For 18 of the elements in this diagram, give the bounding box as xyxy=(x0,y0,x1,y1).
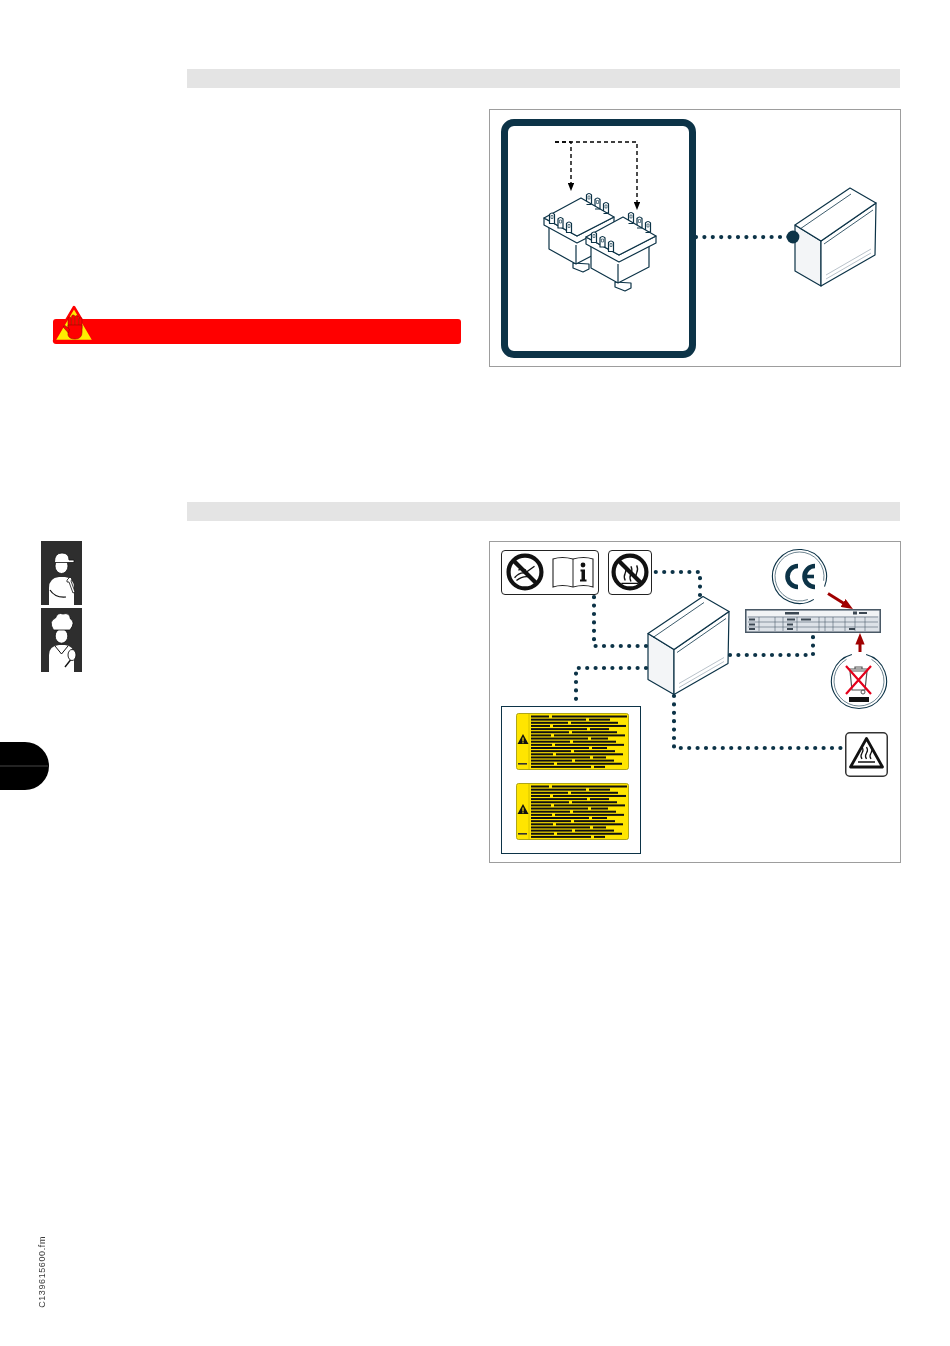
dotted-line xyxy=(591,592,649,649)
relay-drawing xyxy=(585,210,657,292)
appliance-drawing xyxy=(793,187,877,287)
dotted-line xyxy=(693,230,800,244)
hot-surface-sign xyxy=(845,732,888,777)
warning-label xyxy=(515,712,629,770)
sign-plate xyxy=(501,550,599,595)
label-panel xyxy=(501,706,641,854)
warning-label xyxy=(515,782,629,840)
arrow xyxy=(855,633,865,652)
file-name: C139615600.fm xyxy=(38,1236,48,1308)
arrow xyxy=(827,592,853,610)
ce-mark xyxy=(771,548,828,605)
rating-plate xyxy=(745,609,881,633)
crossed-bin-symbol xyxy=(830,652,888,710)
component-panel xyxy=(501,119,696,358)
appliance-drawing xyxy=(646,595,730,696)
dashed-arrow xyxy=(554,141,641,211)
